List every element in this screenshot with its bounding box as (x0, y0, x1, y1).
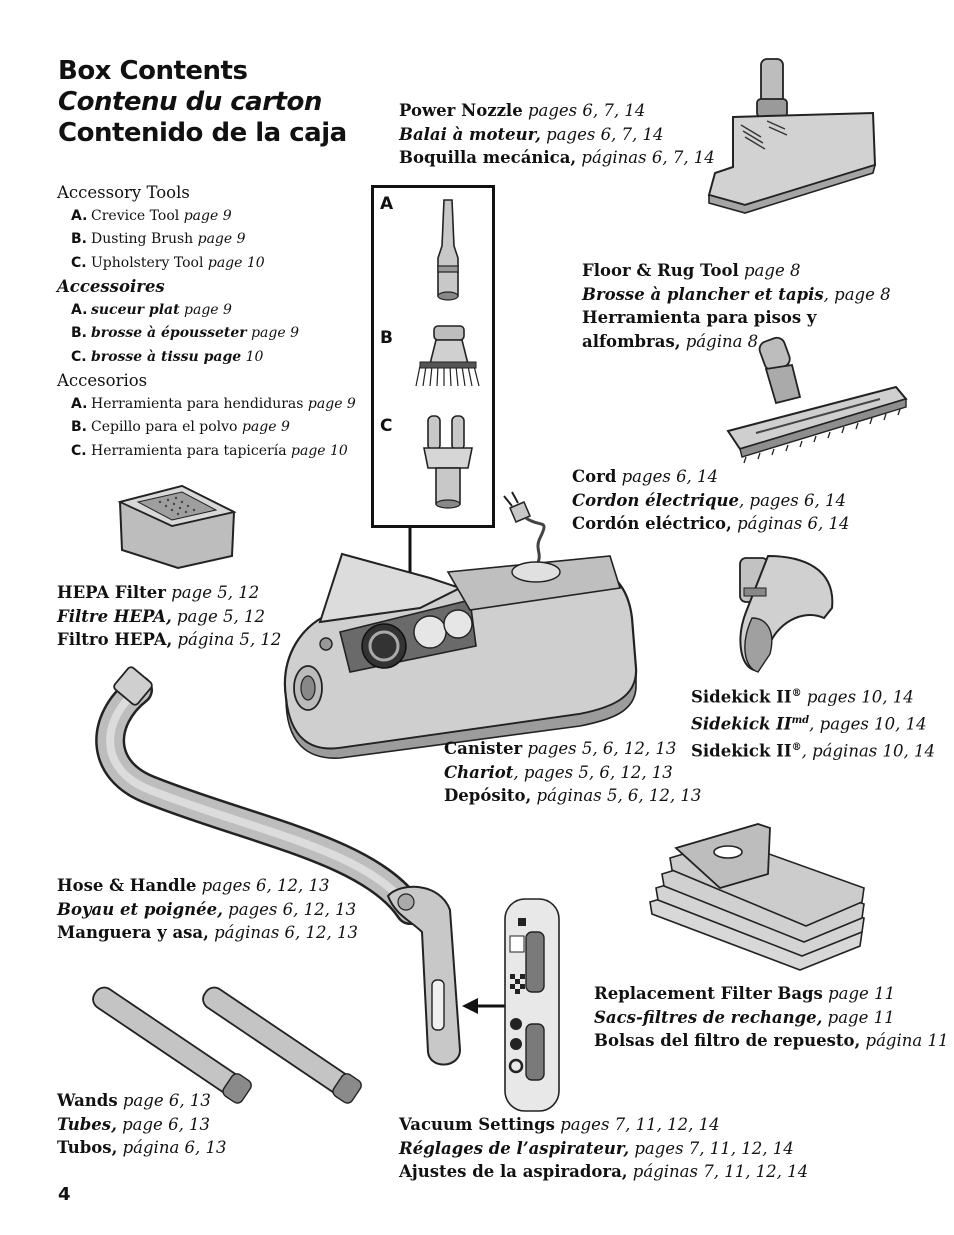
accessory-heading-fr: Accessoires (57, 277, 165, 296)
floor-rug-tool-icon (726, 336, 908, 464)
power-nozzle-icon (707, 58, 877, 214)
accessory-tools-box: A B C (371, 185, 495, 528)
filter-bags-label: Replacement Filter Bags page 11 Sacs-fil… (594, 984, 949, 1050)
filter-bags-icon (649, 823, 865, 971)
accessory-heading-es: Accesorios (57, 371, 148, 390)
crevice-tool-icon (437, 199, 459, 301)
accessory-item-es-c: C.Herramienta para tapicería page 10 (71, 442, 348, 459)
hepa-filter-icon (117, 484, 237, 570)
dusting-brush-icon (415, 325, 480, 387)
sidekick-icon (739, 554, 834, 673)
accessory-heading-en: Accessory Tools (57, 183, 190, 202)
upholstery-tool-icon (423, 415, 473, 509)
accessory-item-fr-c: C.brosse à tissu page 10 (71, 348, 264, 365)
page-title: Box Contents Contenu du carton Contenido… (58, 56, 347, 149)
accessory-item-en-a: A.Crevice Tool page 9 (71, 207, 232, 224)
hose-handle-icon (95, 666, 462, 1066)
vacuum-settings-label: Vacuum Settings pages 7, 11, 12, 14 Régl… (399, 1115, 809, 1181)
tool-label-a: A (380, 194, 394, 214)
cord-plug-icon (503, 491, 546, 567)
hose-handle-label: Hose & Handle pages 6, 12, 13 Boyau et p… (57, 876, 359, 942)
canister-label: Canister pages 5, 6, 12, 13 Chariot, pag… (444, 739, 702, 805)
cord-label: Cord pages 6, 14 Cordon électrique, page… (572, 467, 850, 533)
tool-label-c: C (380, 416, 393, 436)
accessory-tools-list: Accessory Tools A.Crevice Tool page 9 B.… (57, 181, 356, 463)
title-es: Contenido de la caja (58, 118, 347, 148)
accessory-item-es-b: B.Cepillo para el polvo page 9 (71, 419, 290, 435)
accessory-item-en-b: B.Dusting Brush page 9 (71, 231, 246, 247)
accessory-item-en-c: C.Upholstery Tool page 10 (71, 254, 265, 271)
title-fr: Contenu du carton (58, 87, 322, 117)
hepa-filter-label: HEPA Filter page 5, 12 Filtre HEPA, page… (57, 583, 282, 649)
accessory-item-fr-a: A.suceur plat page 9 (71, 301, 232, 318)
accessory-item-fr-b: B.brosse à épousseter page 9 (71, 325, 300, 341)
wands-label: Wands page 6, 13 Tubes, page 6, 13 Tubos… (57, 1091, 227, 1157)
arrow-settings-to-handle-icon (462, 998, 506, 1014)
wands-icon (92, 986, 362, 1104)
floor-rug-tool-label: Floor & Rug Tool page 8 Brosse à planche… (582, 261, 891, 351)
canister-icon (283, 552, 638, 759)
page-number: 4 (58, 1184, 71, 1205)
power-nozzle-label: Power Nozzle pages 6, 7, 14 Balai à mote… (399, 101, 715, 167)
vacuum-settings-panel-icon (504, 898, 560, 1112)
title-en: Box Contents (58, 56, 248, 86)
tool-label-b: B (380, 328, 393, 348)
accessory-item-es-a: A.Herramienta para hendiduras page 9 (71, 395, 356, 412)
sidekick-label: Sidekick II® pages 10, 14 Sidekick IImd,… (691, 687, 935, 761)
